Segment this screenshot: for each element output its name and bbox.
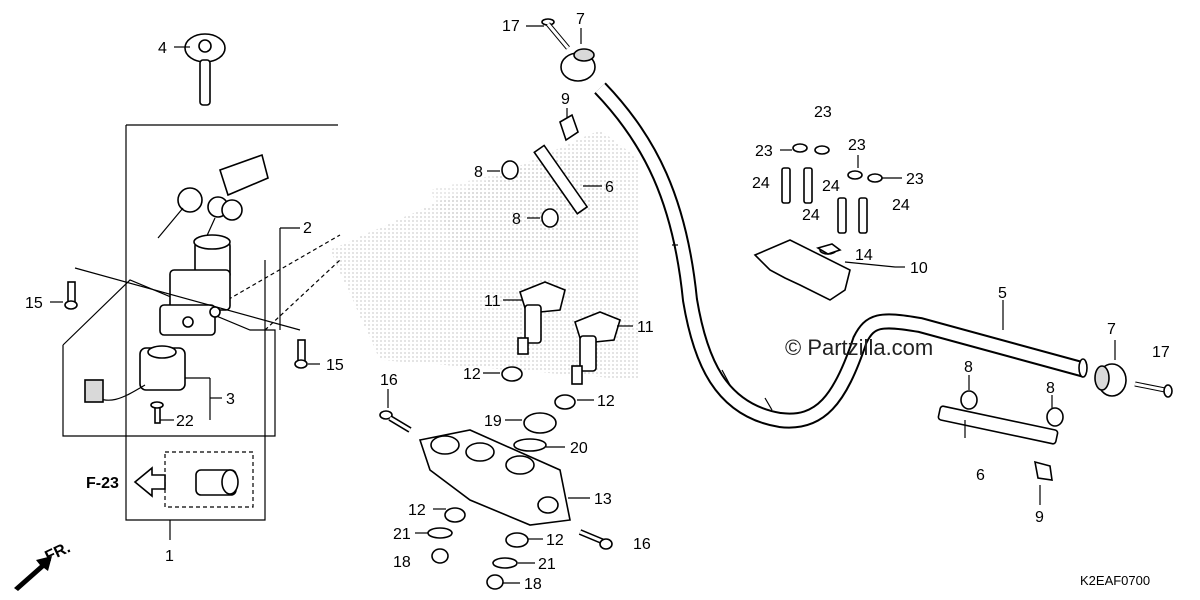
screw-part-22 [150,401,164,424]
top-bridge-part-13 [418,429,571,526]
nut-part-8c [960,390,978,410]
callout-12a: 12 [463,366,481,383]
reference-label: F-23 [86,475,119,492]
bushing-part-12d [505,532,529,548]
callout-7b: 7 [1107,321,1116,338]
callout-12c: 12 [408,502,426,519]
bushing-part-12b [554,394,576,410]
dashed-connector [209,234,341,331]
callout-23c: 23 [848,137,866,154]
ignition-switch-assembly-2 [157,153,269,336]
washers-part-23 [792,143,883,183]
bolt-part-17b [1134,381,1173,398]
callout-22: 22 [176,413,194,430]
callout-6a: 6 [605,179,614,196]
callouts: 4 2 15 15 3 22 1 17 7 9 8 6 8 11 11 12 1… [25,11,1170,593]
callout-24b: 24 [822,178,840,195]
bar-end-part-7a [560,48,596,82]
bolt-part-17a [541,18,570,50]
riser-part-11b [571,311,621,385]
callout-8a: 8 [474,164,483,181]
collar-part-9a [559,113,579,142]
nut-part-19 [523,412,557,434]
callout-20: 20 [570,440,588,457]
sensor-part-3 [84,345,211,420]
nut-part-8a [501,160,519,180]
handlebar-part-5 [594,82,1088,429]
callout-18b: 18 [524,576,542,593]
washer-part-21b [492,557,518,569]
nut-part-18b [486,574,504,590]
callout-13: 13 [594,491,612,508]
callout-15b: 15 [326,357,344,374]
nut-part-8d [1046,407,1064,427]
watermark: © Partzilla.com [785,335,933,360]
washer-part-20 [513,438,547,452]
callout-7a: 7 [576,11,585,28]
reference-arrow-icon [133,466,166,498]
callout-21b: 21 [538,556,556,573]
callout-12d: 12 [546,532,564,549]
callout-24d: 24 [892,197,910,214]
front-direction-arrow-icon [14,556,52,591]
callout-15a: 15 [25,295,43,312]
weight-part-6a [533,144,589,215]
callout-18a: 18 [393,554,411,571]
callout-24c: 24 [802,207,820,224]
bushing-part-12a [501,366,523,382]
callout-2: 2 [303,220,312,237]
plate-part-14 [816,243,842,255]
washer-part-21a [427,527,453,539]
diagram-code: K2EAF0700 [1080,573,1150,588]
callout-4: 4 [158,40,167,57]
bolt-part-16a [379,410,412,433]
callout-23d: 23 [906,171,924,188]
callout-10: 10 [910,260,928,277]
bolts-part-24 [781,167,868,234]
collar-part-9b [1033,460,1053,481]
callout-17a: 17 [502,18,520,35]
bolt-part-15a [64,281,78,310]
callout-16b: 16 [633,536,651,553]
inner-box-2 [62,227,300,437]
nut-part-8b [541,208,559,228]
callout-16a: 16 [380,372,398,389]
riser-part-11a [517,281,566,355]
weight-part-6b [937,405,1059,445]
callout-3: 3 [226,391,235,408]
callout-17b: 17 [1152,344,1170,361]
callout-11b: 11 [637,319,654,336]
callout-1: 1 [165,548,174,565]
bar-end-part-7b [1094,363,1127,397]
callout-9b: 9 [1035,509,1044,526]
leader-lines [50,25,1116,584]
callout-19: 19 [484,413,502,430]
callout-6b: 6 [976,467,985,484]
bolt-part-15b [294,339,308,369]
bushing-part-12c [444,507,466,523]
callout-12b: 12 [597,393,615,410]
callout-23b: 23 [755,143,773,160]
callout-8d: 8 [1046,380,1055,397]
callout-11a: 11 [484,293,501,310]
callout-14: 14 [855,247,873,264]
callout-8b: 8 [512,211,521,228]
nut-part-18a [431,548,449,564]
lock-cylinder-box [164,451,254,508]
callout-8c: 8 [964,359,973,376]
callout-24a: 24 [752,175,770,192]
callout-9a: 9 [561,91,570,108]
assembly-frame-1 [125,124,338,540]
callout-21a: 21 [393,526,411,543]
callout-23a: 23 [814,104,832,121]
bolt-part-16b [578,529,613,550]
front-direction-label: FR. [43,539,74,565]
callout-5: 5 [998,285,1007,302]
key-part-4 [184,33,226,106]
